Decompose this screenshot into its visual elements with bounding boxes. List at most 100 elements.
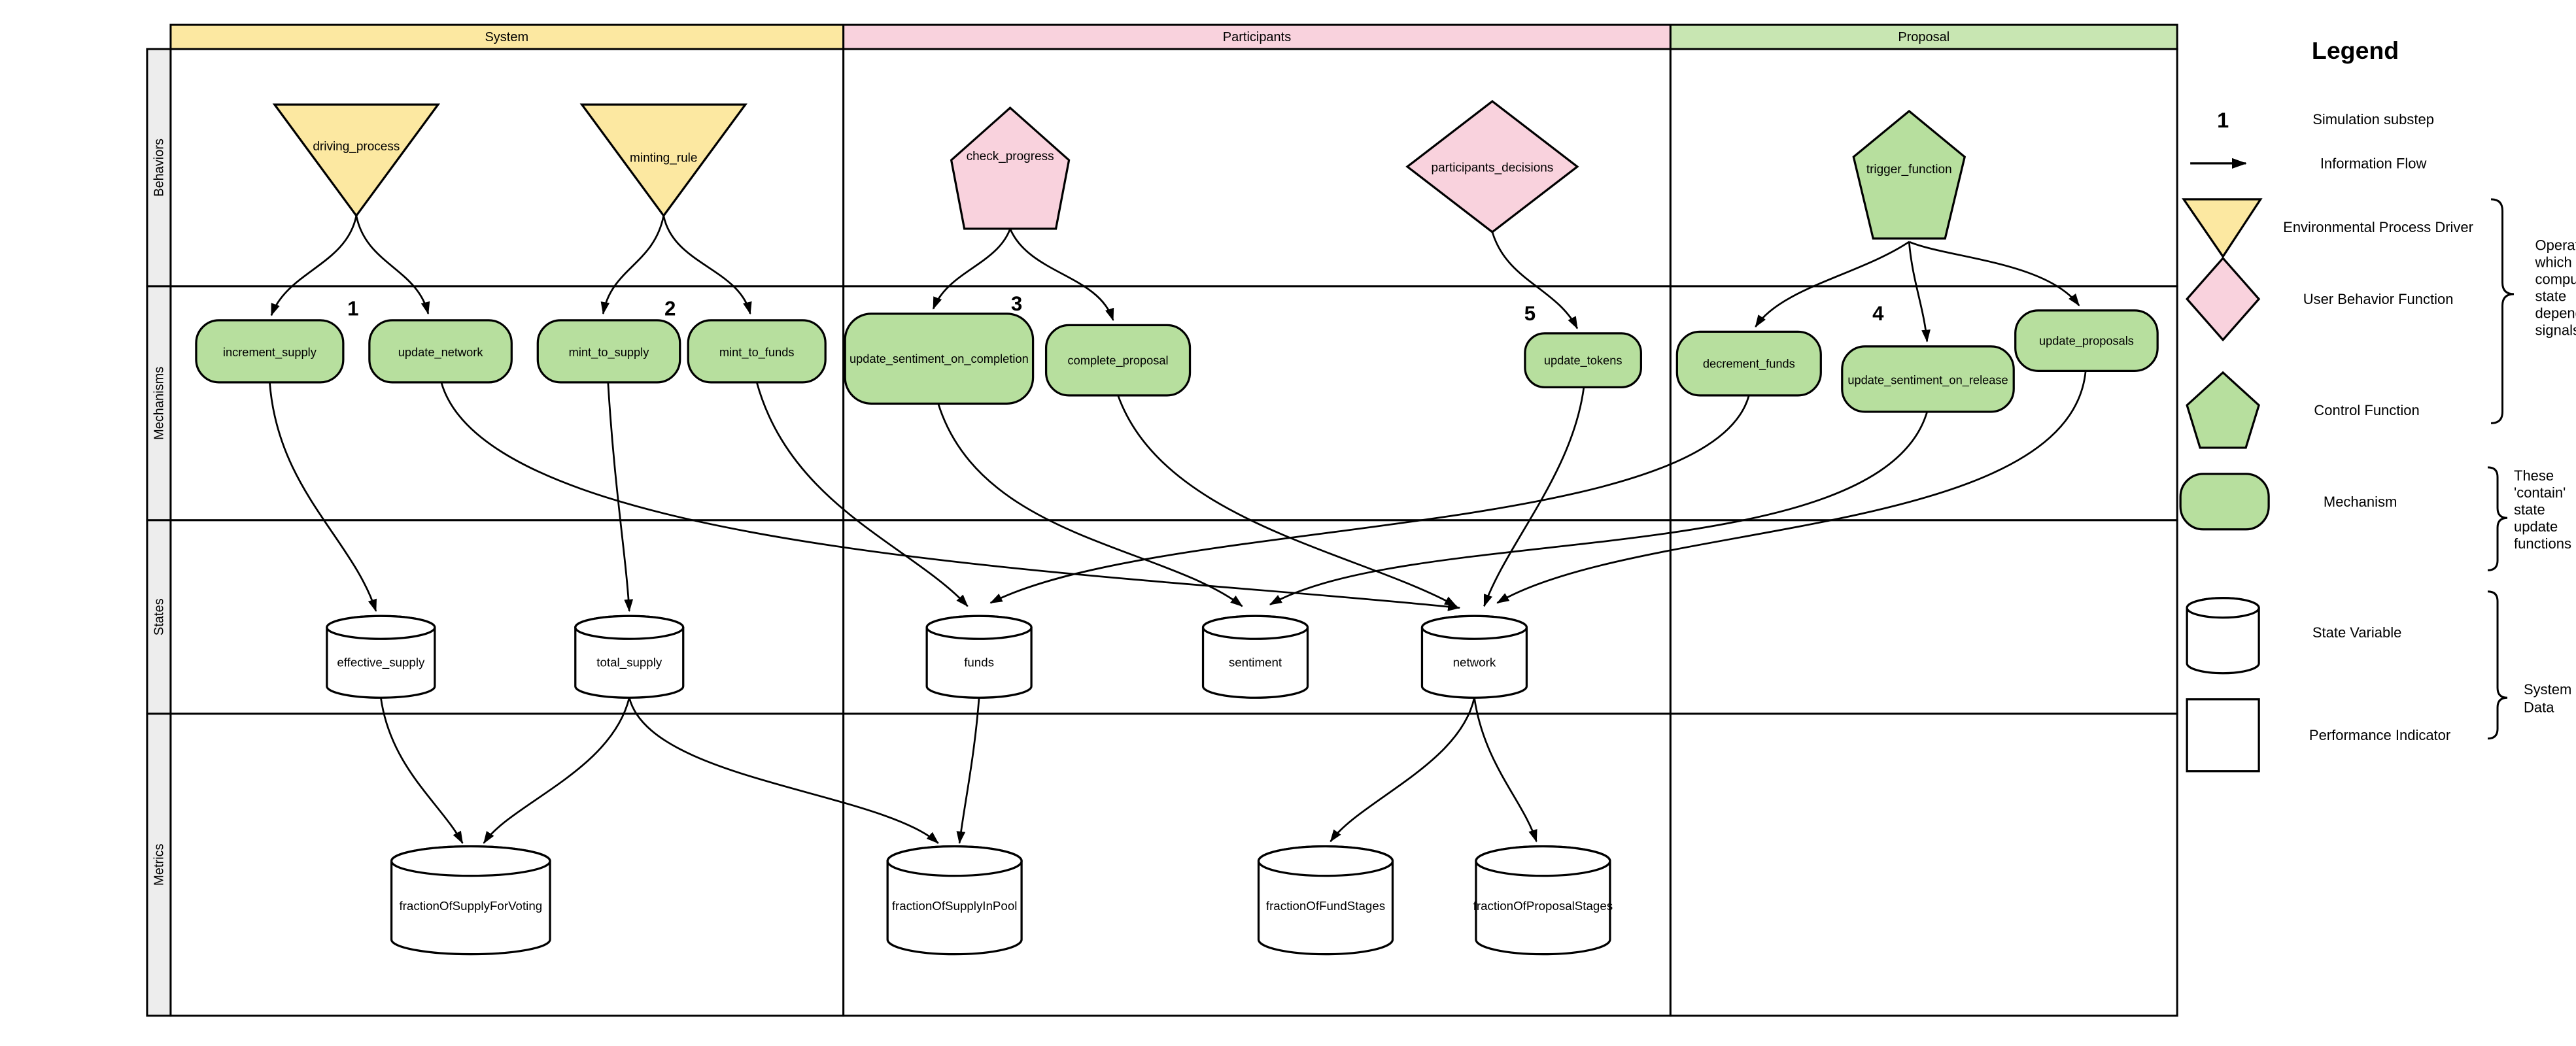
note-contain: These 'contain' state update functions: [2514, 467, 2571, 552]
note-operators: Operators which compute state dependent …: [2535, 237, 2576, 338]
edge-increment_supply-effective_supply: [269, 382, 377, 613]
user-behavior-function-icon: [2185, 256, 2261, 342]
note-system-data-line-2: Data: [2524, 700, 2554, 716]
node-driving-process-label: driving_process: [313, 140, 400, 154]
node-check-progress-label: check_progress: [967, 150, 1054, 163]
header-label-proposal: Proposal: [1898, 30, 1949, 44]
node-effective-supply-cylinder-top: [326, 615, 436, 640]
node-complete-proposal-label: complete_proposal: [1068, 353, 1169, 367]
edge-driving_process-update_network: [355, 215, 430, 315]
note-operators-line-3: compute: [2535, 271, 2576, 287]
node-update-proposals-label: update_proposals: [2039, 333, 2134, 348]
node-mint-to-supply-label: mint_to_supply: [569, 345, 650, 360]
node-increment-supply: [195, 319, 345, 384]
node-total-supply-cylinder-top: [574, 615, 685, 640]
metric-nodes: fractionOfSupplyForVoting fractionOfSupp…: [390, 845, 1613, 956]
header-label-system: System: [485, 30, 528, 44]
note-operators-line-2: which: [2535, 254, 2572, 270]
lane-cell-system-states: [169, 519, 845, 715]
note-operators-line-1: Operators: [2535, 237, 2576, 253]
node-update-proposals: [2014, 309, 2159, 372]
lane-cell-system-behaviors: [169, 48, 845, 288]
performance-indicator-icon: [2186, 698, 2260, 773]
node-network-label: network: [1453, 656, 1496, 669]
legend-label-control-function: Control Function: [2314, 402, 2419, 418]
node-increment-supply-label: increment_supply: [223, 345, 317, 360]
legend-title: Legend: [2312, 37, 2399, 64]
node-participants-decisions-label: participants_decisions: [1432, 161, 1554, 175]
note-contain-line-5: functions: [2514, 535, 2571, 552]
node-driving-process-triangle: [272, 103, 441, 218]
brace-operators: [2490, 198, 2515, 424]
row-label-mechanisms: Mechanisms: [152, 367, 166, 440]
edge-check_progress-update_sentiment_on_completion: [932, 228, 1011, 310]
node-funds-cylinder-top: [925, 615, 1033, 640]
information-flows: [269, 215, 2087, 845]
edge-network-fractionOfProposalStages: [1473, 698, 1537, 843]
node-decrement-funds: [1675, 330, 1822, 397]
node-effective-supply-label: effective_supply: [337, 656, 425, 670]
note-contain-line-1: These: [2514, 467, 2554, 484]
note-operators-line-6: signals: [2535, 322, 2576, 338]
node-fraction-of-proposal-stages-label: fractionOfProposalStages: [1473, 899, 1613, 913]
node-fraction-of-supply-in-pool-label: fractionOfSupplyInPool: [892, 899, 1018, 913]
state-nodes: effective_supply total_supply funds sent…: [326, 615, 1528, 699]
edge-decrement_funds-funds: [989, 395, 1750, 604]
node-participants-decisions-diamond: [1405, 99, 1579, 233]
node-update-network-label: update_network: [398, 345, 484, 360]
legend-label-information-flow: Information Flow: [2320, 155, 2427, 171]
note-contain-line-2: 'contain': [2514, 484, 2566, 501]
substep-number-2: 2: [664, 297, 676, 320]
node-fraction-of-proposal-stages-cylinder-top: [1475, 845, 1611, 877]
node-sentiment-label: sentiment: [1229, 656, 1282, 669]
legend-label-user-behavior-function: User Behavior Function: [2303, 291, 2454, 307]
state-variable-icon-top: [2186, 597, 2260, 619]
edge-driving_process-increment_supply: [270, 215, 358, 316]
node-network-cylinder-top: [1420, 615, 1528, 640]
row-label-states: States: [152, 598, 166, 635]
node-update-network: [368, 319, 513, 384]
edge-update_sentiment_on_release-sentiment: [1269, 411, 1929, 605]
node-minting-rule-triangle: [579, 103, 747, 218]
header-label-participants: Participants: [1223, 30, 1291, 44]
edge-trigger_function-update_proposals: [1908, 241, 2080, 307]
legend-label-state-variable: State Variable: [2312, 624, 2401, 641]
node-decrement-funds-label: decrement_funds: [1703, 356, 1795, 371]
row-label-cell-metrics: [146, 713, 172, 1017]
note-operators-line-4: state: [2535, 288, 2567, 304]
node-minting-rule-label: minting_rule: [630, 151, 697, 165]
row-label-behaviors: Behaviors: [152, 139, 166, 197]
edge-total_supply-fractionOfSupplyForVoting: [483, 697, 630, 844]
edge-total_supply-fractionOfSupplyInPool: [628, 697, 939, 844]
node-mint-to-funds-label: mint_to_funds: [719, 345, 795, 360]
substep-numbers: 1 2 3 4 5: [347, 292, 1884, 325]
row-label-cell-mechanisms: [146, 285, 172, 522]
node-update-tokens-label: update_tokens: [1544, 353, 1623, 367]
node-sentiment-cylinder-top: [1201, 615, 1309, 640]
edge-check_progress-complete_proposal: [1009, 228, 1114, 322]
legend-label-environmental-process-driver: Environmental Process Driver: [2283, 219, 2473, 235]
mechanism-nodes: increment_supply update_network mint_to_…: [195, 309, 2159, 413]
legend-substep-symbol: 1: [2217, 109, 2229, 132]
node-fraction-of-supply-for-voting-cylinder-top: [390, 845, 551, 877]
edge-minting_rule-mint_to_funds: [662, 215, 752, 315]
edge-update_sentiment_on_completion-sentiment: [937, 403, 1243, 607]
node-fraction-of-fund-stages-cylinder-top: [1257, 845, 1394, 877]
node-mint-to-funds: [687, 319, 827, 384]
edge-update_proposals-network: [1496, 371, 2087, 604]
edge-complete_proposal-network: [1117, 395, 1458, 607]
node-funds-label: funds: [964, 656, 994, 669]
behavior-nodes: driving_process minting_rule check_progr…: [272, 99, 1966, 240]
edge-trigger_function-update_sentiment_on_release: [1908, 241, 1931, 343]
node-fraction-of-fund-stages-label: fractionOfFundStages: [1266, 899, 1385, 913]
legend: Legend 1 Simulation substep Information …: [2179, 37, 2576, 773]
legend-label-mechanism: Mechanism: [2324, 494, 2397, 510]
node-mint-to-supply: [536, 319, 681, 384]
note-system-data-line-1: System: [2524, 681, 2571, 698]
note-operators-line-5: dependent: [2535, 305, 2576, 321]
brace-contain: [2487, 466, 2508, 571]
control-function-icon: [2186, 371, 2260, 449]
node-update-sentiment-on-release: [1841, 345, 2015, 413]
substep-number-1: 1: [347, 297, 358, 320]
